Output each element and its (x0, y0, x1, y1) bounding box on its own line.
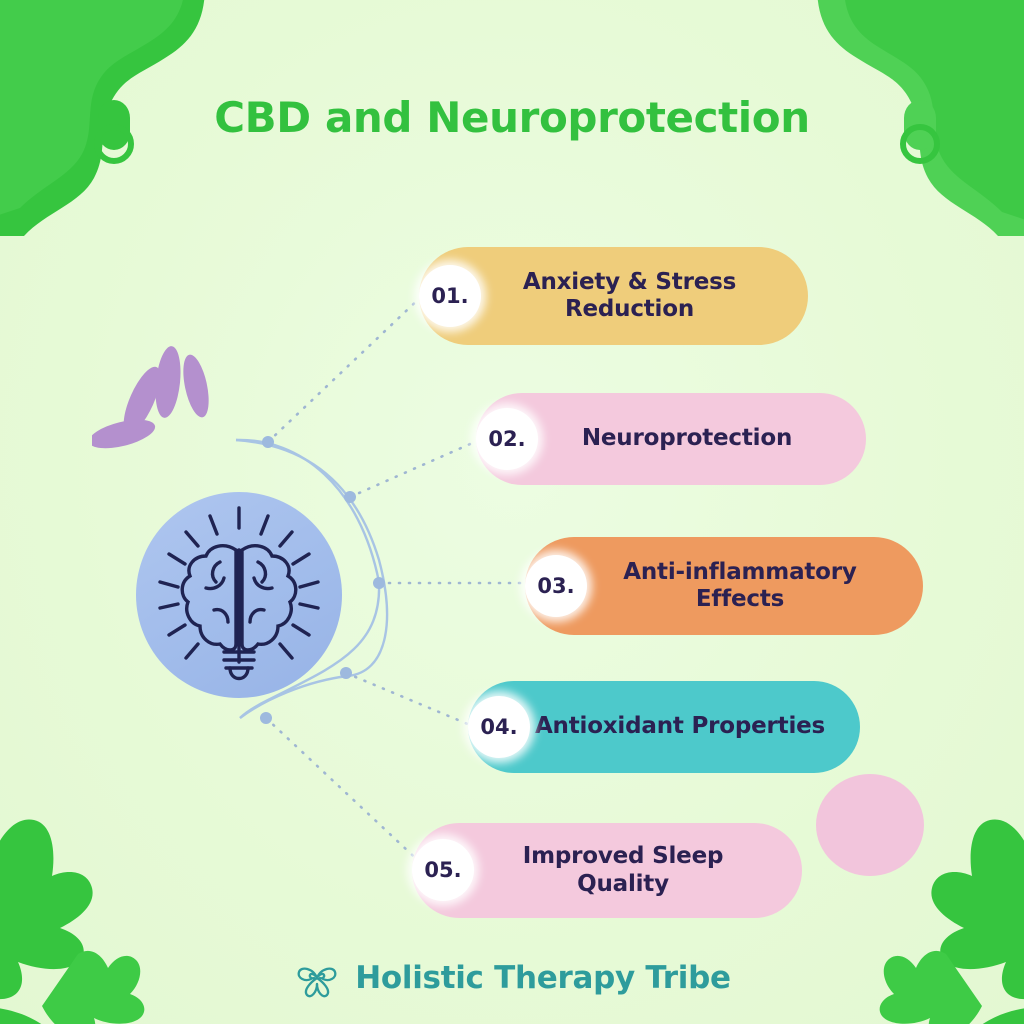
footer-brand: Holistic Therapy Tribe (0, 954, 1024, 1002)
item-label-4: Antioxidant Properties (534, 713, 826, 740)
butterfly-knot-logo-icon (297, 967, 337, 998)
arc-node-4 (340, 667, 352, 679)
arc-node-5 (260, 712, 272, 724)
list-item[interactable]: Neuroprotection 02. (476, 393, 866, 485)
list-item[interactable]: Antioxidant Properties 04. (468, 681, 860, 773)
arc-node-3 (373, 577, 385, 589)
arc-node-1 (262, 436, 274, 448)
list-item[interactable]: Anxiety & Stress Reduction 01. (419, 247, 808, 345)
page-title: CBD and Neuroprotection (214, 93, 810, 142)
list-item[interactable]: Anti-inflammatory Effects 03. (525, 537, 923, 635)
item-pill-5[interactable]: Improved Sleep Quality (412, 823, 802, 918)
leader-line-1 (266, 292, 426, 444)
leader-line-2 (348, 435, 488, 499)
brain-lightbulb-emblem (136, 492, 342, 698)
item-number-badge-5: 05. (412, 839, 474, 901)
item-pill-1[interactable]: Anxiety & Stress Reduction (419, 247, 808, 345)
connector-arc-upper (235, 438, 381, 583)
list-item[interactable]: Improved Sleep Quality 05. (412, 823, 802, 918)
connector-arc-lower (239, 581, 381, 719)
item-pill-2[interactable]: Neuroprotection (476, 393, 866, 485)
footer-brand-name: Holistic Therapy Tribe (355, 960, 731, 996)
item-label-1: Anxiety & Stress Reduction (522, 268, 737, 322)
item-label-2: Neuroprotection (581, 425, 793, 452)
item-label-3: Anti-inflammatory Effects (623, 558, 857, 612)
arc-node-2 (344, 491, 356, 503)
item-number-badge-2: 02. (476, 408, 538, 470)
item-number-badge-4: 04. (468, 696, 530, 758)
leader-line-4 (344, 671, 484, 732)
leader-line-5 (264, 716, 426, 868)
item-pill-3[interactable]: Anti-inflammatory Effects (525, 537, 923, 635)
item-number-badge-3: 03. (525, 555, 587, 617)
item-number-badge-1: 01. (419, 265, 481, 327)
brain-lightbulb-icon (158, 506, 320, 681)
item-label-5: Improved Sleep Quality (522, 843, 724, 897)
item-pill-4[interactable]: Antioxidant Properties (468, 681, 860, 773)
